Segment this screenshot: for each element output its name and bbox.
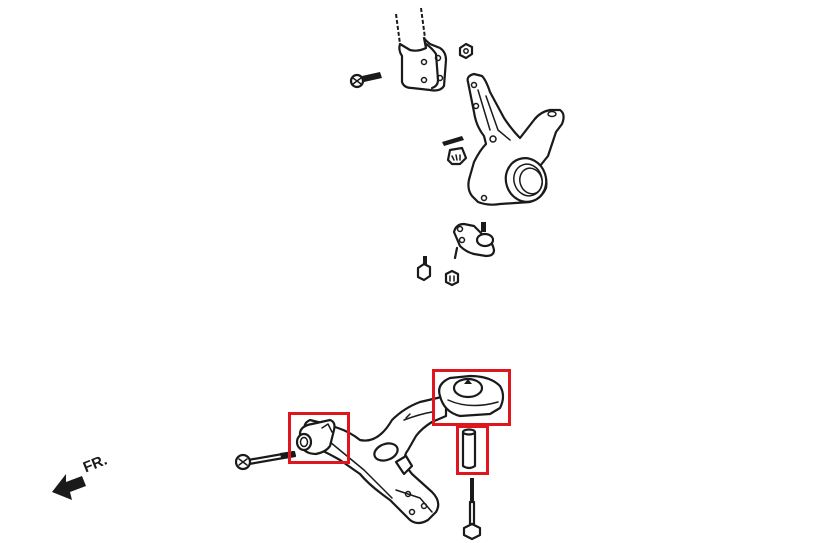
ball-joint-bolt [416, 256, 432, 282]
rear-bushing-bolt [462, 478, 482, 541]
strut-bracket-bolt [349, 72, 382, 89]
rear-bushing-highlight [432, 369, 511, 426]
strut-lower-bracket [395, 7, 448, 92]
castle-nut [446, 146, 468, 166]
front-bushing [295, 418, 336, 456]
front-bushing-bolt [234, 450, 297, 471]
strut-bracket-nut [458, 42, 474, 60]
front-bushing-highlight [288, 412, 350, 464]
front-direction-arrow-icon [52, 474, 86, 500]
steering-knuckle [466, 72, 565, 206]
collar-highlight [456, 425, 489, 475]
lower-ball-joint [452, 222, 496, 260]
rear-bushing [438, 374, 505, 418]
cotter-pin [442, 136, 464, 146]
rear-bushing-collar [461, 428, 477, 470]
ball-joint-nut [444, 269, 460, 287]
lower-control-arm [303, 394, 448, 525]
